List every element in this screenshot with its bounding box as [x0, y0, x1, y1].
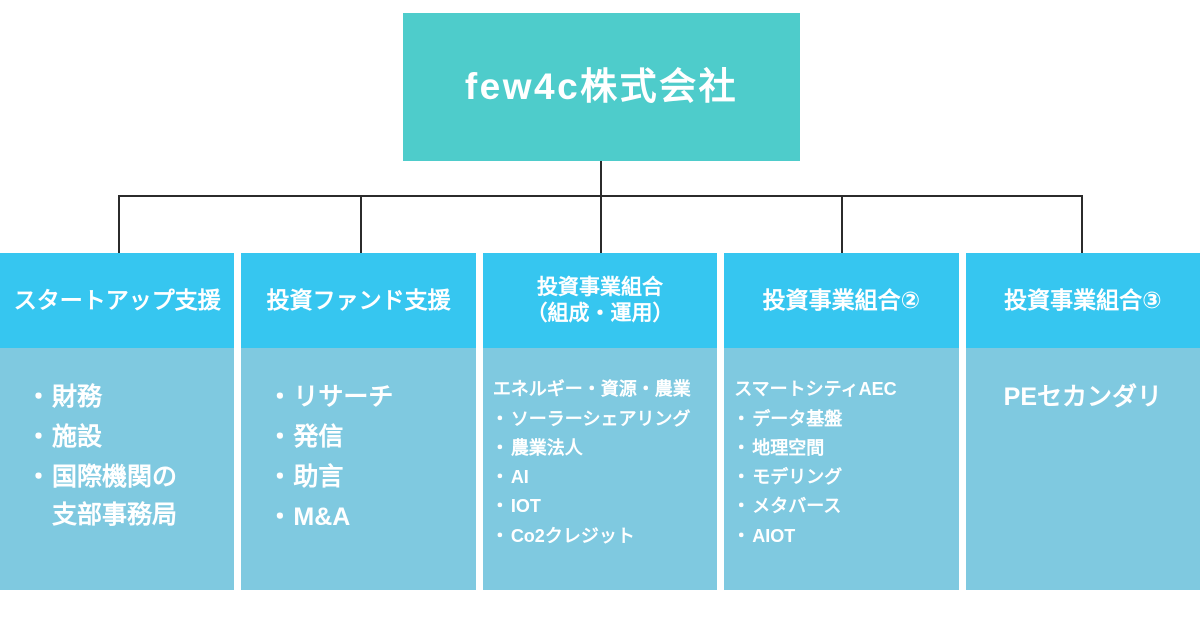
- list-item: AIOT: [732, 522, 944, 551]
- item-label: 国際機関の: [52, 463, 178, 491]
- connector-drop-5: [1081, 196, 1083, 253]
- item-label: 財務: [52, 383, 103, 411]
- child-body-5: PEセカンダリ: [966, 348, 1200, 590]
- item-label: AI: [510, 467, 529, 488]
- list-item: IOT: [491, 492, 703, 521]
- child-header-1: スタートアップ支援: [0, 253, 235, 348]
- list-item: 助言: [267, 458, 461, 496]
- list-item: メタバース: [732, 492, 944, 521]
- list-item: ソーラーシェアリング: [491, 405, 703, 434]
- list-item: 農業法人: [491, 434, 703, 463]
- item-label-continuation: 支部事務局: [52, 501, 178, 529]
- list-item: モデリング: [732, 463, 944, 492]
- item-label: IOT: [510, 496, 541, 517]
- item-label: モデリング: [752, 467, 843, 488]
- item-label: ソーラーシェアリング: [510, 409, 691, 429]
- item-label: AIOT: [752, 525, 796, 546]
- child-node-investment-union-3[interactable]: 投資事業組合③ PEセカンダリ: [965, 253, 1200, 590]
- root-node-label: few4c株式会社: [464, 65, 739, 107]
- item-label: 助言: [293, 463, 344, 491]
- item-label: M&A: [293, 503, 351, 531]
- item-list-4: データ基盤 地理空間 モデリング メタバース AIOT: [732, 405, 944, 551]
- item-label: PEセカンダリ: [1003, 383, 1162, 411]
- child-node-fund-support[interactable]: 投資ファンド支援 リサーチ 発信 助言 M&A: [241, 253, 476, 590]
- child-body-3: エネルギー・資源・農業 ソーラーシェアリング 農業法人 AI IOT Co2クレ…: [483, 348, 717, 590]
- list-item: 財務: [26, 378, 220, 416]
- list-item: M&A: [267, 498, 461, 536]
- list-item: Co2クレジット: [491, 522, 703, 551]
- child-subtitle-4: スマートシティAEC: [734, 379, 897, 399]
- list-item: 地理空間: [732, 434, 944, 463]
- child-header-4: 投資事業組合②: [724, 253, 959, 348]
- child-body-4: スマートシティAEC データ基盤 地理空間 モデリング メタバース AIOT: [724, 348, 958, 590]
- list-item: データ基盤: [732, 405, 944, 434]
- item-label: Co2クレジット: [510, 525, 635, 546]
- child-node-investment-union-2[interactable]: 投資事業組合② スマートシティAEC データ基盤 地理空間 モデリング メタバー…: [724, 253, 959, 590]
- child-subtitle-3: エネルギー・資源・農業: [492, 379, 691, 399]
- item-label: メタバース: [752, 496, 842, 517]
- connector-root-stem: [600, 161, 602, 196]
- list-item: 施設: [26, 418, 220, 456]
- list-item: AI: [491, 463, 703, 492]
- child-header-2: 投資ファンド支援: [241, 253, 476, 348]
- item-label: 地理空間: [752, 438, 825, 459]
- item-list-2: リサーチ 発信 助言 M&A: [255, 378, 461, 536]
- child-header-3: 投資事業組合 （組成・運用）: [482, 253, 718, 348]
- connector-drop-4: [841, 196, 843, 253]
- item-label: データ基盤: [752, 409, 843, 429]
- connector-drop-1: [118, 196, 120, 253]
- item-label: リサーチ: [293, 383, 394, 411]
- list-item: リサーチ: [267, 378, 461, 416]
- list-item: 発信: [267, 418, 461, 456]
- connector-drop-3: [600, 196, 602, 253]
- item-label: 農業法人: [510, 438, 583, 459]
- connector-drop-2: [360, 196, 362, 253]
- item-label: 発信: [293, 423, 344, 451]
- item-list-3: ソーラーシェアリング 農業法人 AI IOT Co2クレジット: [491, 405, 703, 551]
- child-header-5: 投資事業組合③: [965, 253, 1200, 348]
- root-node-few4c[interactable]: few4c株式会社: [403, 13, 800, 161]
- child-node-investment-union-1[interactable]: 投資事業組合 （組成・運用） エネルギー・資源・農業 ソーラーシェアリング 農業…: [482, 253, 718, 590]
- item-label: 施設: [52, 423, 103, 451]
- child-body-2: リサーチ 発信 助言 M&A: [241, 348, 475, 590]
